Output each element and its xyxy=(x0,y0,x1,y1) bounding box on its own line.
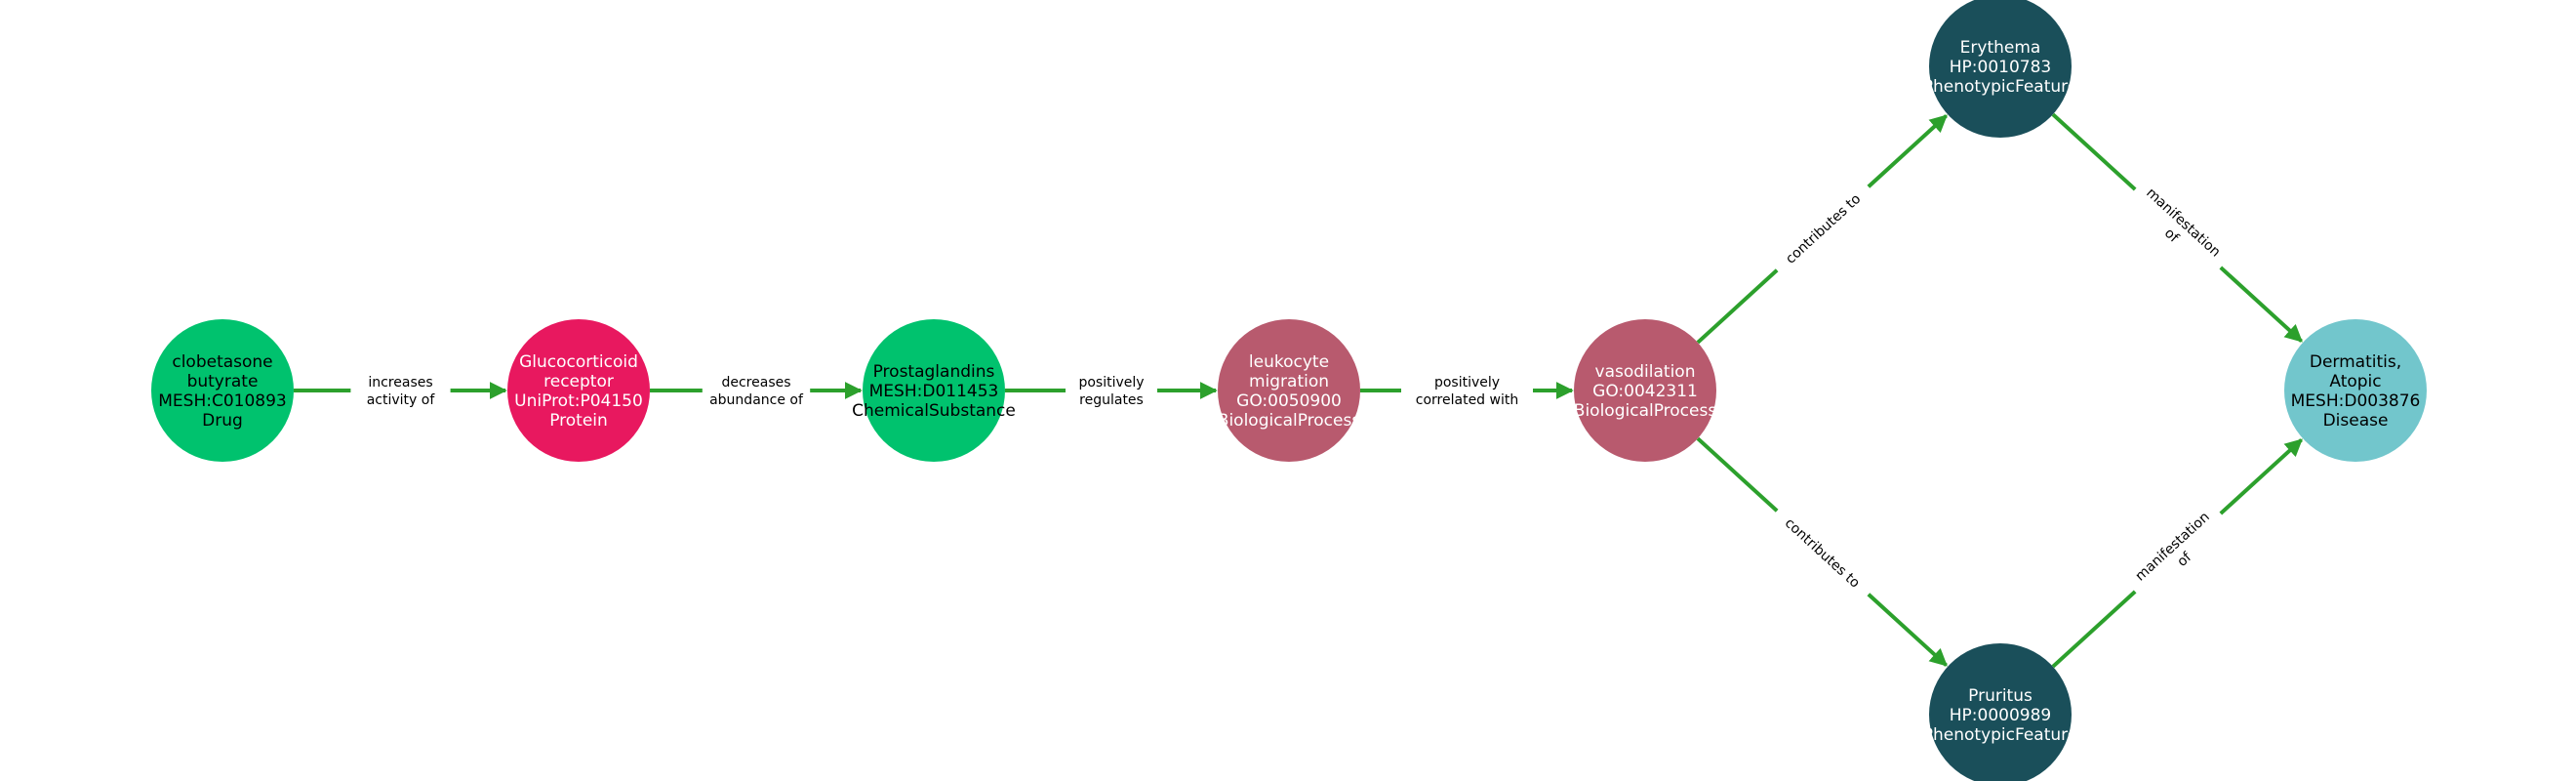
node-label: Dermatitis, xyxy=(2310,352,2401,372)
edge-label-group: contributes to xyxy=(1769,178,1876,279)
edge-label: abundance of xyxy=(709,392,804,408)
node-label: GO:0042311 xyxy=(1592,382,1698,401)
node-label: Protein xyxy=(549,411,608,431)
node-circle xyxy=(2284,319,2427,462)
node-circle xyxy=(1929,0,2072,138)
edge-label: positively xyxy=(1078,375,1144,390)
node-label: receptor xyxy=(543,372,614,391)
edge-label-background xyxy=(1769,178,1876,279)
node-label: Glucocorticoid xyxy=(519,352,638,372)
edge-label-background xyxy=(1066,370,1157,411)
edge-label-background xyxy=(2121,498,2234,607)
node-circle xyxy=(1218,319,1360,462)
edge-label-background xyxy=(1401,370,1533,411)
node-label: PhenotypicFeature xyxy=(1923,725,2078,745)
node-label: Erythema xyxy=(1960,38,2041,58)
node-label: migration xyxy=(1249,372,1329,391)
edge-label-group: positively regulates xyxy=(1066,370,1157,411)
node-glucocorticoid: GlucocorticoidreceptorUniProt:P04150Prot… xyxy=(507,319,650,462)
node-label: HP:0010783 xyxy=(1950,58,2051,77)
node-circle xyxy=(507,319,650,462)
edge-label: regulates xyxy=(1079,392,1144,408)
node-circle xyxy=(1574,319,1716,462)
node-circle xyxy=(151,319,294,462)
node-label: Disease xyxy=(2323,411,2389,431)
node-label: BiologicalProcess xyxy=(1218,411,1361,431)
edge-label: contributes to xyxy=(1783,191,1864,267)
edge-label: activity of xyxy=(367,392,436,408)
edge-label-background xyxy=(350,370,451,411)
node-label: vasodilation xyxy=(1595,362,1696,382)
node-label: Pruritus xyxy=(1968,686,2033,706)
edge-label-background xyxy=(702,370,811,411)
node-label: MESH:D003876 xyxy=(2291,391,2421,411)
node-leukocyte: leukocytemigrationGO:0050900BiologicalPr… xyxy=(1218,319,1361,462)
edge-label-background xyxy=(2121,174,2234,283)
node-label: PhenotypicFeature xyxy=(1923,77,2078,97)
edge-label-group: increases activity of xyxy=(350,370,451,411)
edge-label: positively xyxy=(1434,375,1500,390)
edge-label-background xyxy=(1769,502,1876,603)
node-label: clobetasone xyxy=(172,352,272,372)
node-label: UniProt:P04150 xyxy=(514,391,643,411)
edge-label-group: positively correlated with xyxy=(1401,370,1533,411)
edge-label: increases xyxy=(368,375,432,390)
node-label: ChemicalSubstance xyxy=(852,401,1016,421)
edge-label: decreases xyxy=(721,375,790,390)
node-label: MESH:D011453 xyxy=(869,382,999,401)
node-prostaglandins: ProstaglandinsMESH:D011453ChemicalSubsta… xyxy=(852,319,1016,462)
node-label: leukocyte xyxy=(1249,352,1329,372)
node-circle xyxy=(863,319,1005,462)
node-label: butyrate xyxy=(187,372,259,391)
node-label: Atopic xyxy=(2329,372,2381,391)
node-label: BiologicalProcess xyxy=(1574,401,1717,421)
edge-label-group: decreases abundance of xyxy=(702,370,811,411)
node-label: Drug xyxy=(202,411,243,431)
node-label: Prostaglandins xyxy=(873,362,995,382)
node-circle xyxy=(1929,643,2072,781)
edge-label: contributes to xyxy=(1782,515,1863,592)
node-label: MESH:C010893 xyxy=(158,391,286,411)
edge-label-group: contributes to xyxy=(1769,502,1876,603)
node-label: GO:0050900 xyxy=(1236,391,1342,411)
edge-label: correlated with xyxy=(1416,392,1518,408)
node-label: HP:0000989 xyxy=(1950,706,2051,725)
